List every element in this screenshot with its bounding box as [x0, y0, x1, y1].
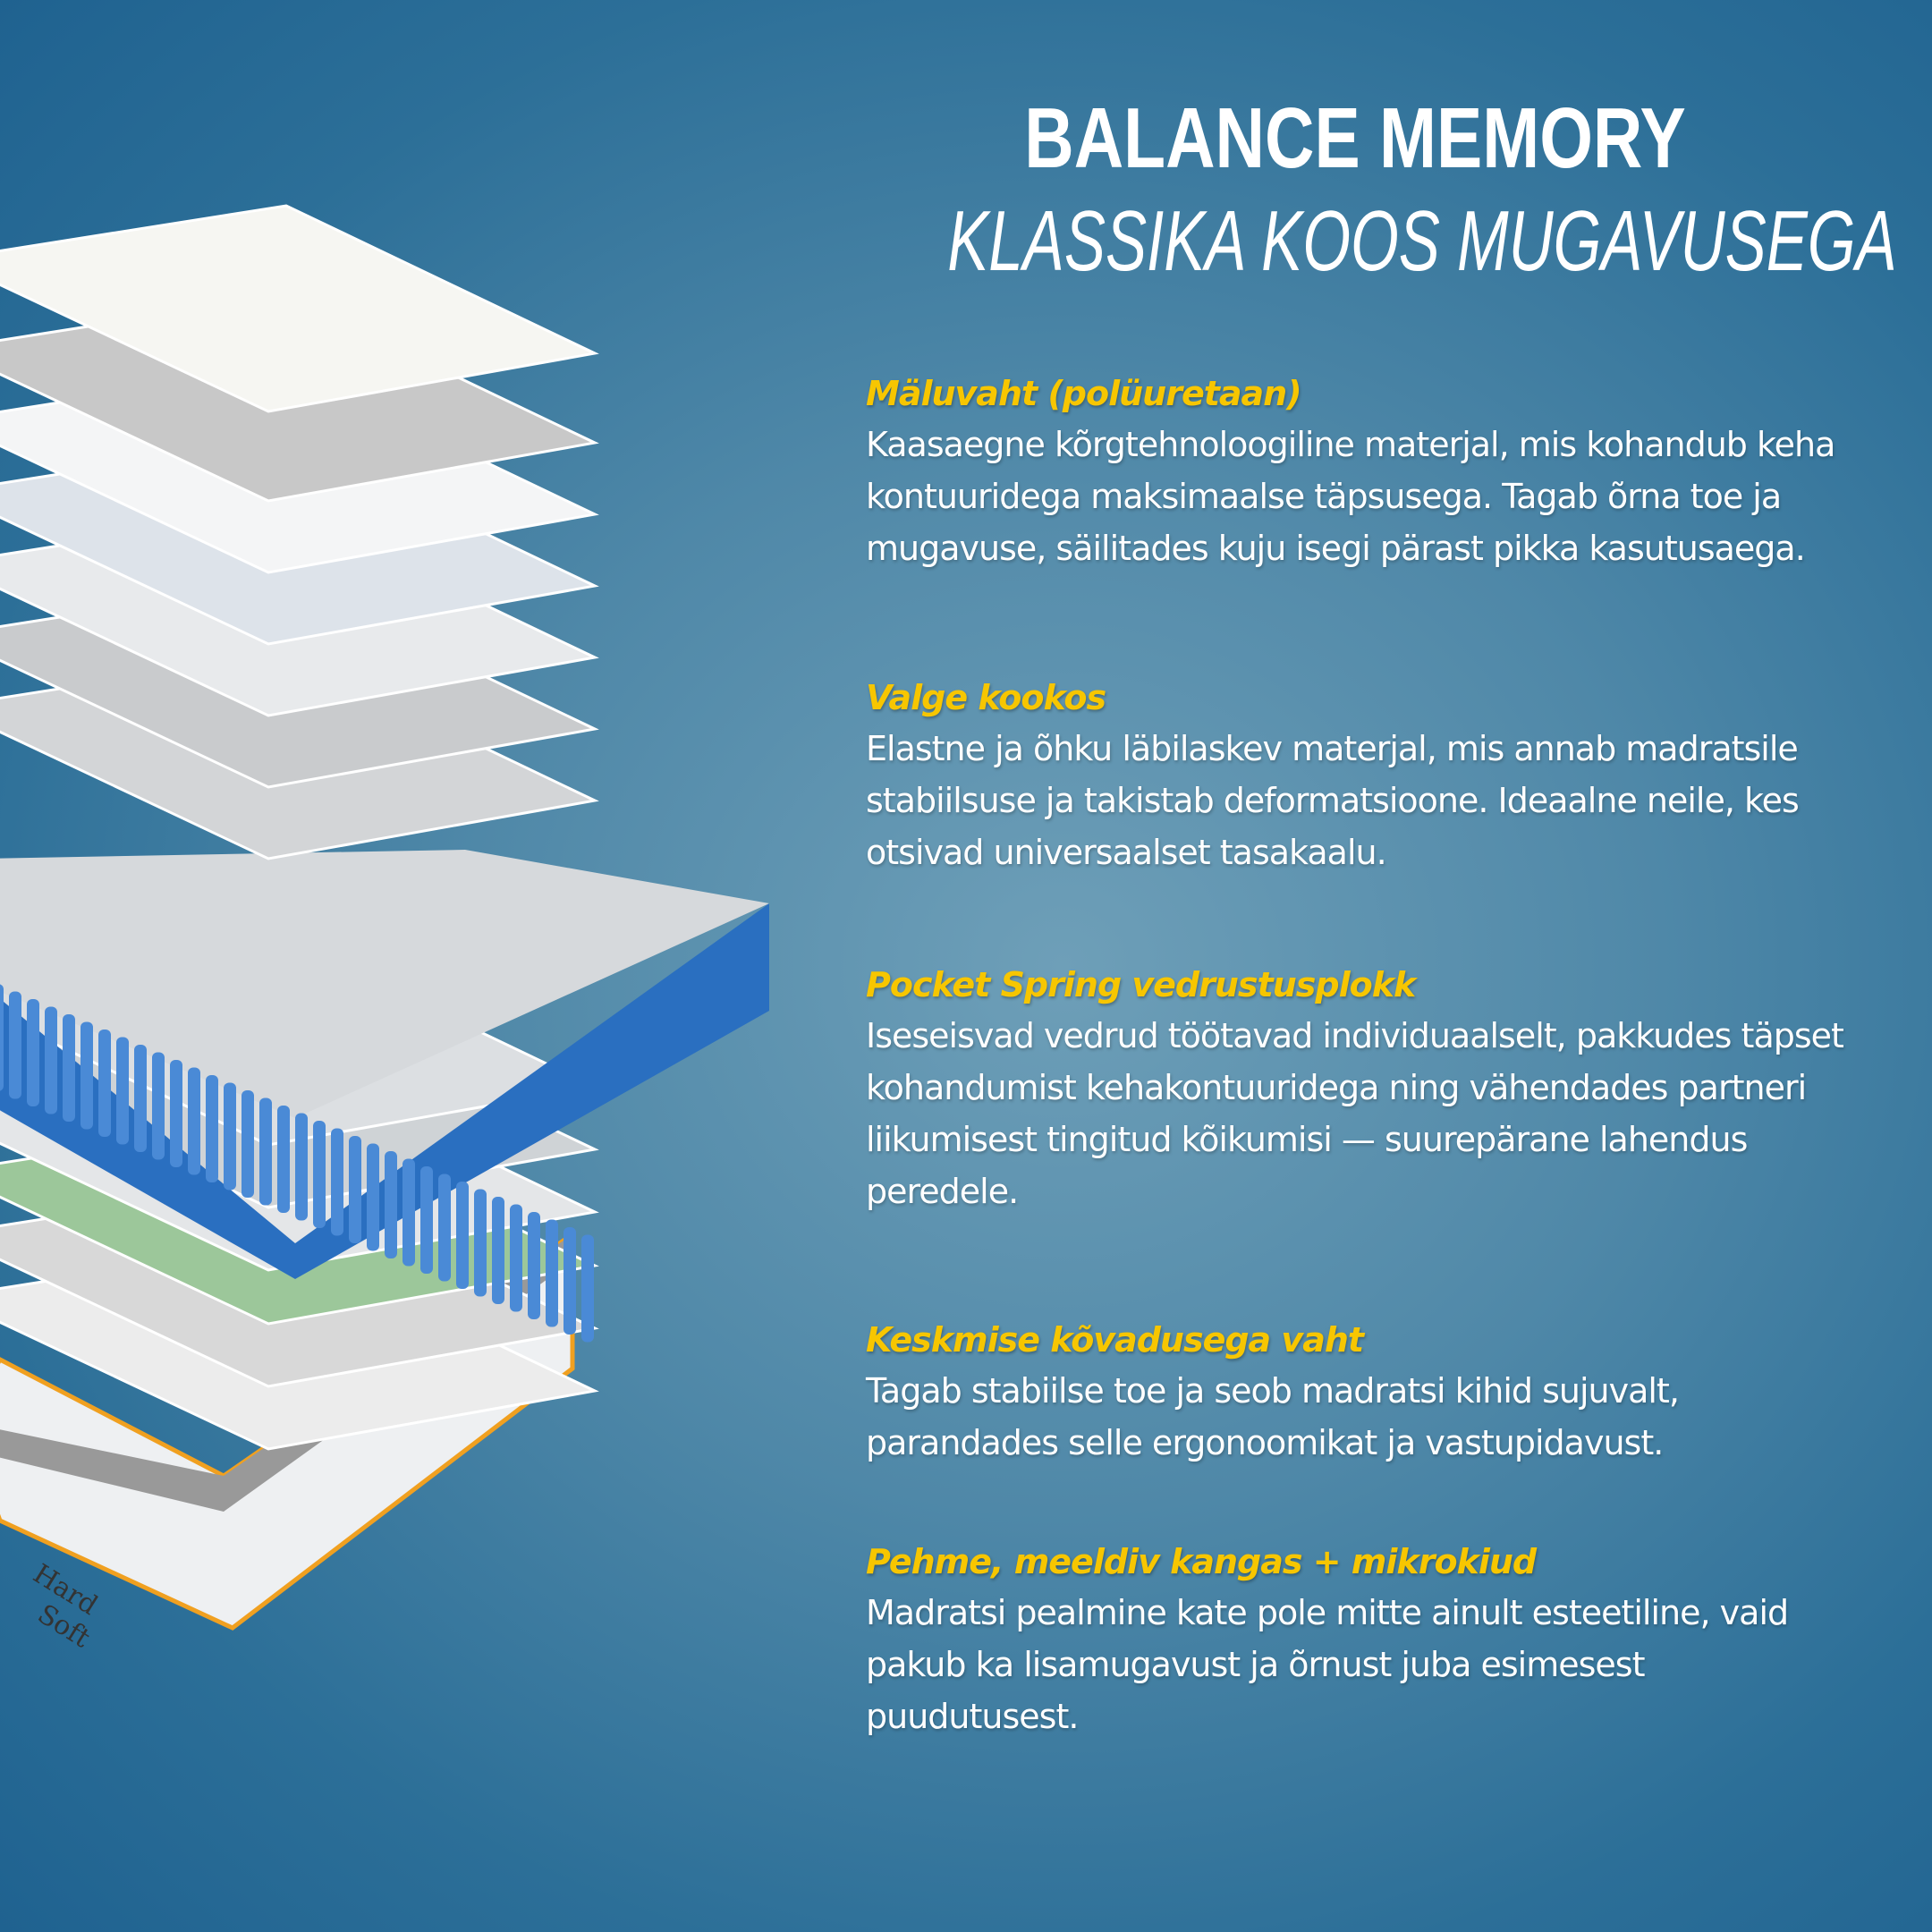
layer-section-medium-foam: Keskmise kõvadusega vaht Tagab stabiilse… [866, 1315, 1930, 1469]
section-heading: Pehme, meeldiv kangas + mikrokiud [866, 1542, 1537, 1581]
section-description: Elastne ja õhku läbilaskev materjal, mis… [866, 729, 1800, 872]
product-title: BALANCE MEMORY [1024, 90, 1686, 186]
layer-section-fabric-cover: Pehme, meeldiv kangas + mikrokiud Madrat… [866, 1537, 1930, 1742]
layer-section-white-coconut: Valge kookos Elastne ja õhku läbilaskev … [866, 673, 1930, 878]
section-description: Iseseisvad vedrud töötavad individuaalse… [866, 1016, 1844, 1211]
section-heading: Pocket Spring vedrustusplokk [866, 965, 1416, 1004]
mattress-layers-illustration: Hard Soft [0, 204, 769, 1655]
section-description: Kaasaegne kõrgtehnoloogiline materjal, m… [866, 425, 1835, 568]
layer-section-pocket-spring: Pocket Spring vedrustusplokk Iseseisvad … [866, 960, 1930, 1217]
section-description: Madratsi pealmine kate pole mitte ainult… [866, 1593, 1789, 1736]
section-heading: Keskmise kõvadusega vaht [866, 1320, 1364, 1360]
section-heading: Valge kookos [866, 678, 1106, 717]
pocket-spring-block [0, 850, 769, 1343]
layer-section-memory-foam: Mäluvaht (polüuretaan) Kaasaegne kõrgteh… [866, 369, 1930, 574]
product-subtitle: KLASSIKA KOOS MUGAVUSEGA [947, 193, 1897, 289]
quilted-top-layer [0, 204, 599, 413]
section-description: Tagab stabiilse toe ja seob madratsi kih… [866, 1371, 1680, 1462]
section-heading: Mäluvaht (polüuretaan) [866, 374, 1302, 413]
